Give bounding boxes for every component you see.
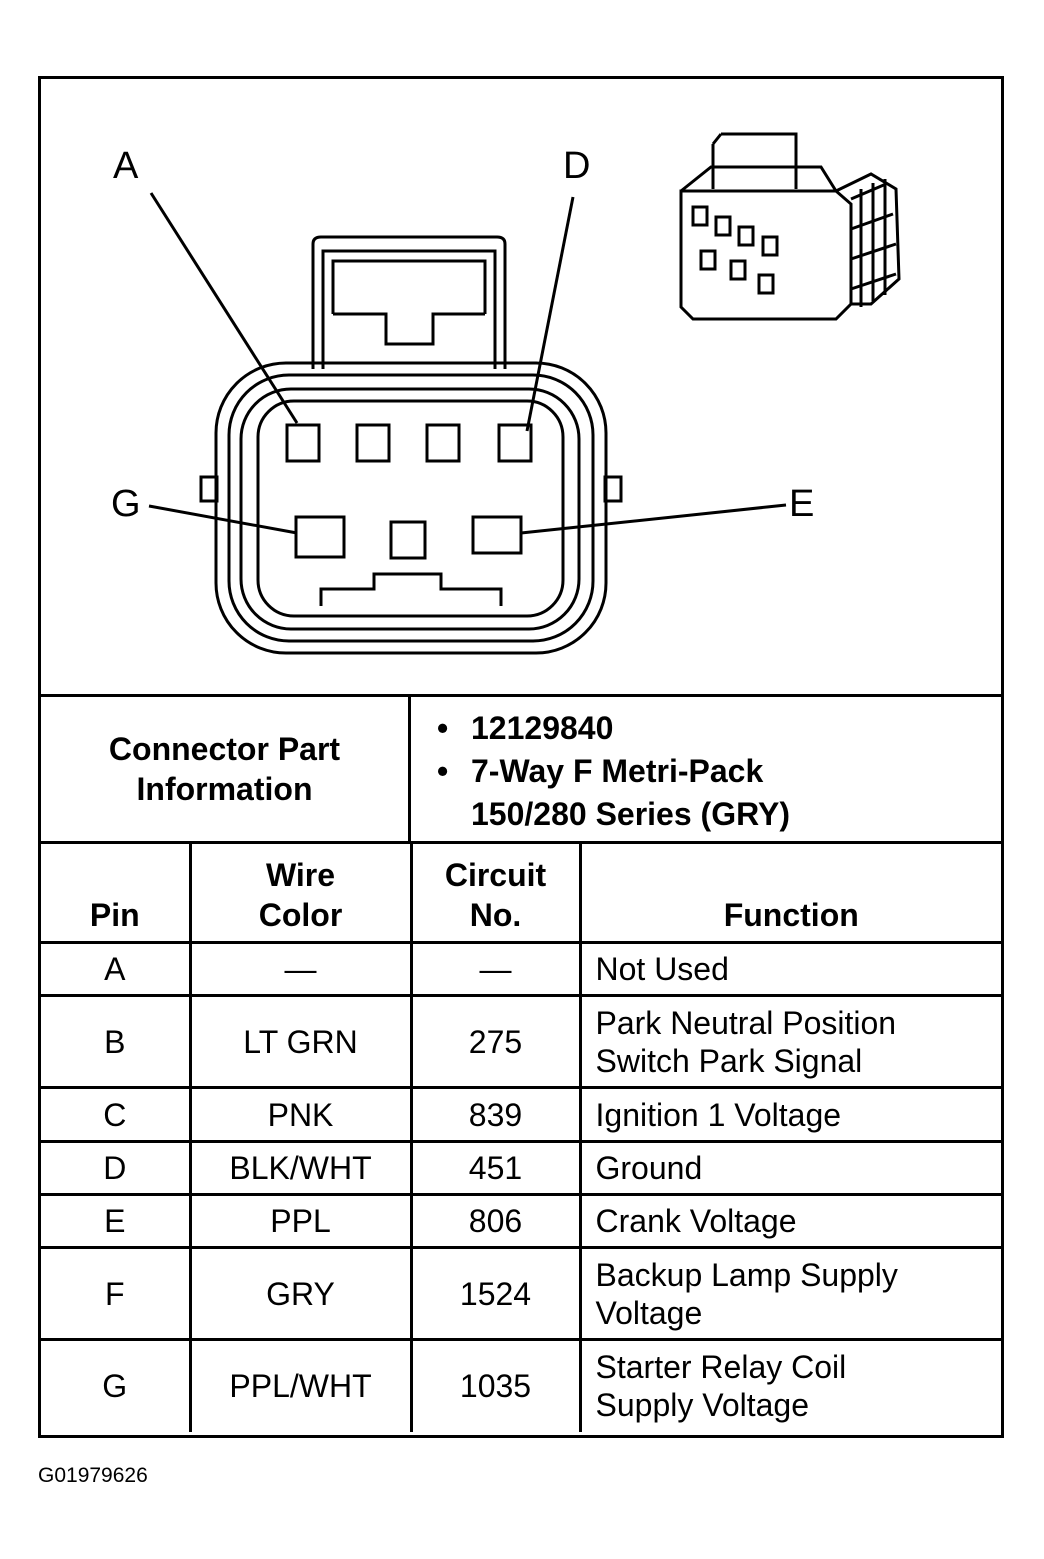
part-number: 12129840 (437, 707, 1001, 750)
function-line: Backup Lamp Supply (595, 1256, 898, 1293)
callout-g: G (111, 483, 141, 525)
function-line: Ignition 1 Voltage (595, 1096, 842, 1133)
function-line: Supply Voltage (595, 1387, 810, 1424)
function-line: Starter Relay Coil (595, 1349, 847, 1386)
cavity-b (355, 423, 391, 463)
wire-color-cell: PPL/WHT (188, 1338, 413, 1432)
wire-color-cell: — (188, 941, 413, 997)
circuit-cell: — (409, 941, 582, 997)
function-line: Crank Voltage (595, 1203, 797, 1239)
function-cell: Not Used (578, 941, 1001, 997)
callout-d: D (563, 145, 591, 187)
wire-color-cell: LT GRN (188, 994, 413, 1089)
cavity-g (294, 515, 346, 559)
cavity-d (497, 423, 533, 463)
header-pin: Pin (41, 841, 192, 944)
circuit-cell: 451 (409, 1140, 582, 1196)
wire-color-cell: PNK (188, 1086, 413, 1143)
wire-color-cell: BLK/WHT (188, 1140, 413, 1196)
callout-leaders (148, 192, 787, 535)
function-cell: Ground (578, 1140, 1001, 1196)
connector-3d-view (679, 132, 901, 321)
circuit-cell: 275 (409, 994, 582, 1089)
wire-color-cell: PPL (188, 1193, 413, 1249)
pin-cell: B (41, 994, 192, 1089)
cavity-f (389, 520, 427, 560)
connector-diagram (148, 132, 901, 655)
function-line: Ground (595, 1150, 703, 1186)
pin-cell: G (41, 1338, 192, 1432)
function-line: Voltage (595, 1294, 703, 1331)
info-title-line1: Connector Part (108, 731, 341, 767)
circuit-cell: 1524 (409, 1246, 582, 1341)
pin-cell: D (41, 1140, 192, 1196)
pin-cell: F (41, 1246, 192, 1341)
circuit-cell: 806 (409, 1193, 582, 1249)
header-function: Function (578, 841, 1001, 944)
callout-a: A (113, 145, 139, 187)
connector-latch (311, 235, 507, 369)
cavity-c (425, 423, 461, 463)
function-line: Switch Park Signal (595, 1042, 863, 1079)
callout-e: E (789, 483, 815, 525)
cavity-a (285, 423, 321, 463)
pin-cell: A (41, 941, 192, 997)
pin-cavities (285, 423, 533, 560)
function-cell: Ignition 1 Voltage (578, 1086, 1001, 1143)
connector-info-row: Connector Part Information 12129840 7-Wa… (41, 694, 1001, 844)
function-line: Park Neutral Position (595, 1004, 897, 1041)
function-cell: Crank Voltage (578, 1193, 1001, 1249)
circuit-cell: 839 (409, 1086, 582, 1143)
function-line: Not Used (595, 951, 729, 987)
circuit-cell: 1035 (409, 1338, 582, 1432)
pin-cell: E (41, 1193, 192, 1249)
diagram-frame: A D G E Connector Part Information 12129… (38, 76, 1004, 1438)
table-row: A——Not Used (41, 941, 1001, 997)
info-title-line2: Information (136, 771, 313, 807)
figure-id: G01979626 (38, 1464, 148, 1487)
connector-info-title: Connector Part Information (41, 697, 411, 841)
cavity-e (471, 515, 523, 555)
pin-cell: C (41, 1086, 192, 1143)
connector-face (199, 361, 623, 655)
wire-color-cell: GRY (188, 1246, 413, 1341)
